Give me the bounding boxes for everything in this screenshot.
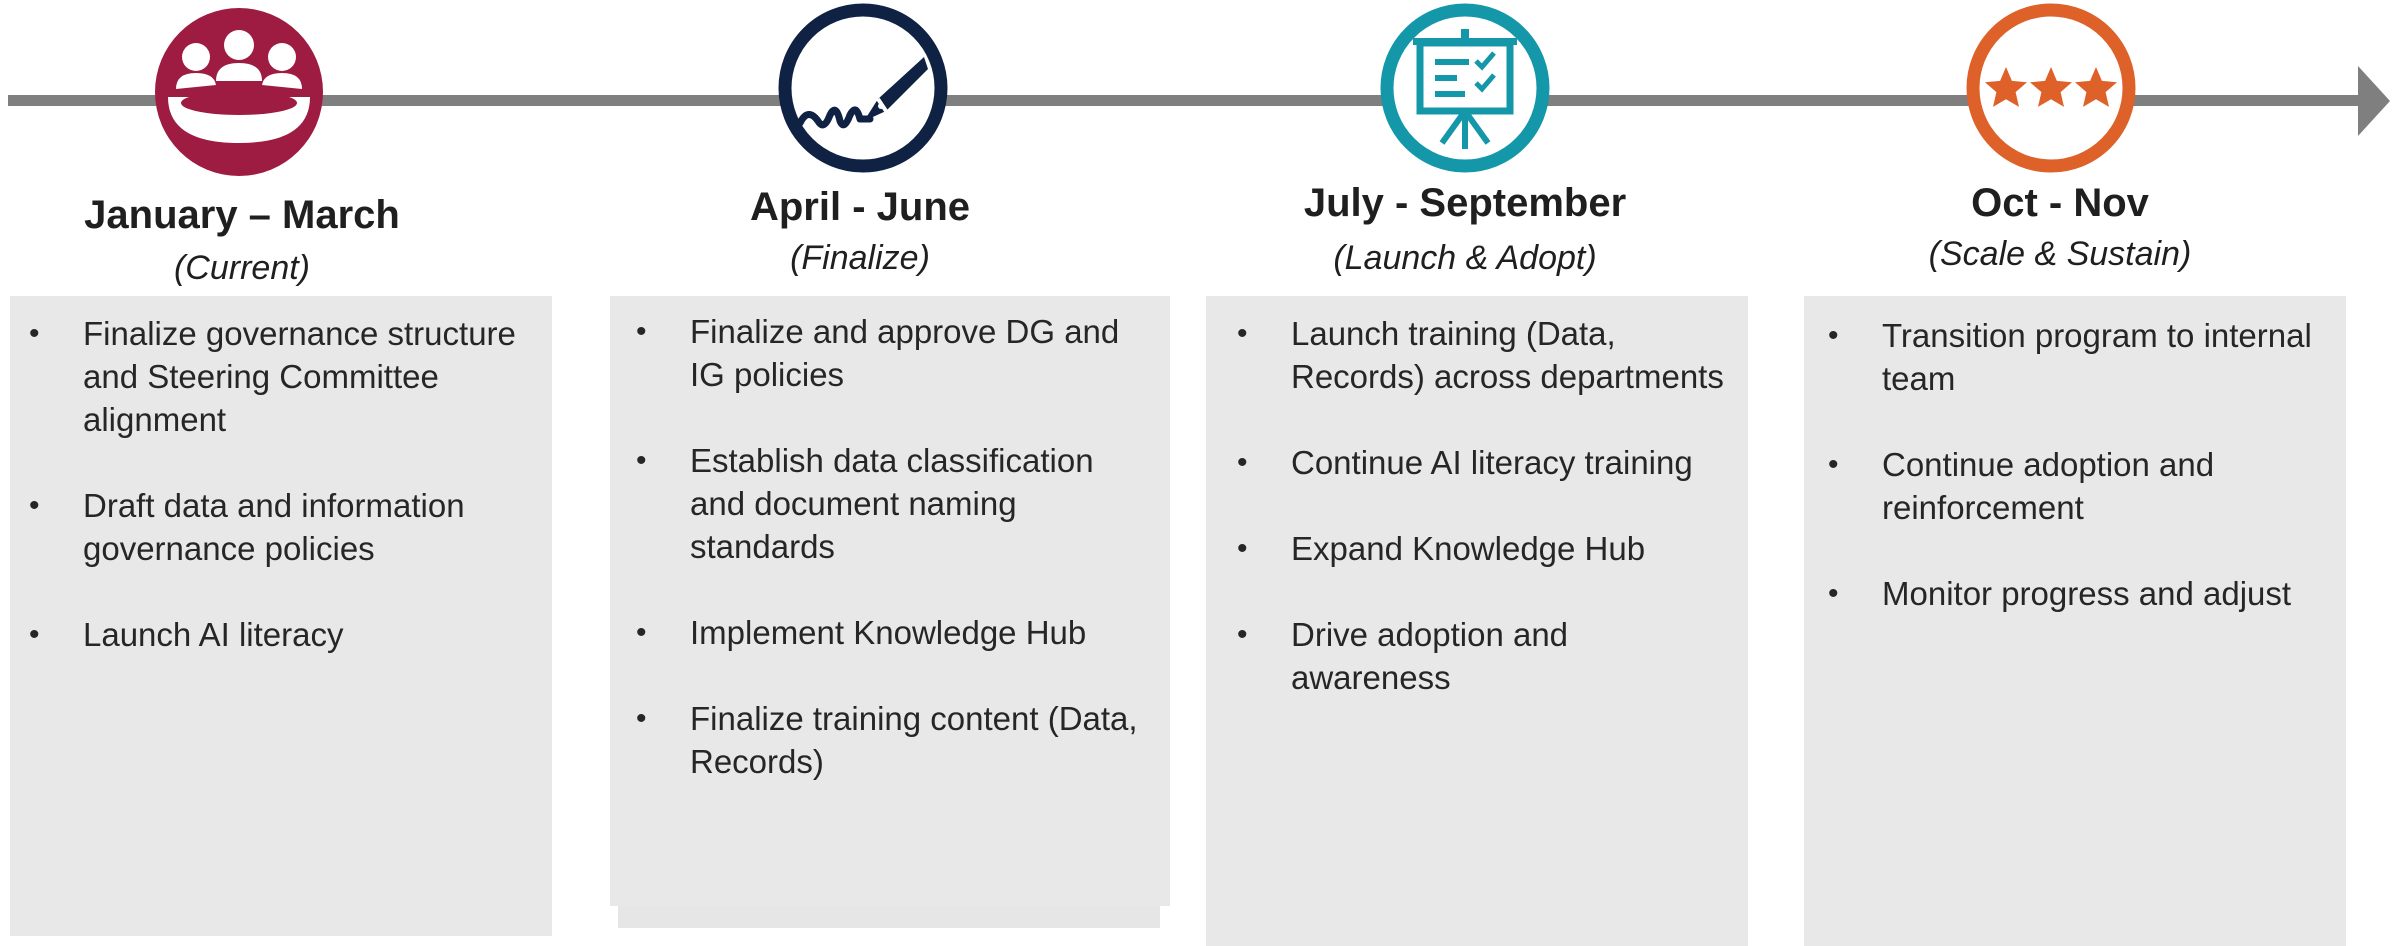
bullet-icon: • bbox=[636, 444, 647, 477]
task-item: •Establish data classification and docum… bbox=[636, 439, 1150, 568]
phase-title: Oct - Nov bbox=[1971, 181, 2149, 225]
task-item: •Continue adoption and reinforcement bbox=[1828, 443, 2326, 529]
task-item: •Transition program to internal team bbox=[1828, 314, 2326, 400]
phase-task-box: •Transition program to internal team •Co… bbox=[1804, 296, 2346, 946]
task-item: •Drive adoption and awareness bbox=[1237, 613, 1728, 699]
phase-task-box: •Finalize governance structure and Steer… bbox=[10, 296, 552, 936]
task-item: •Finalize and approve DG and IG policies bbox=[636, 310, 1150, 396]
people-meeting-icon bbox=[154, 7, 324, 177]
timeline-arrowhead-icon bbox=[2358, 66, 2390, 136]
task-item: •Draft data and information governance p… bbox=[29, 484, 532, 570]
phase-title: July - September bbox=[1303, 181, 1627, 225]
phase-subtitle: (Launch & Adopt) bbox=[1333, 239, 1597, 277]
bullet-icon: • bbox=[29, 489, 40, 522]
phase-subtitle: (Current) bbox=[173, 249, 311, 287]
task-item: •Continue AI literacy training bbox=[1237, 441, 1728, 484]
task-item: •Finalize governance structure and Steer… bbox=[29, 312, 532, 441]
bullet-icon: • bbox=[29, 317, 40, 350]
phase-title: April - June bbox=[749, 185, 971, 229]
task-item: •Launch AI literacy bbox=[29, 613, 532, 656]
pen-signature-icon bbox=[778, 3, 948, 173]
bullet-icon: • bbox=[1237, 618, 1248, 651]
bullet-icon: • bbox=[636, 702, 647, 735]
phase-subtitle: (Scale & Sustain) bbox=[1928, 235, 2192, 273]
task-item: •Monitor progress and adjust bbox=[1828, 572, 2326, 615]
timeline-line bbox=[8, 95, 2366, 106]
phase-task-box: •Finalize and approve DG and IG policies… bbox=[610, 296, 1170, 906]
bullet-icon: • bbox=[1237, 532, 1248, 565]
task-item: •Finalize training content (Data, Record… bbox=[636, 697, 1150, 783]
bullet-icon: • bbox=[636, 315, 647, 348]
bullet-icon: • bbox=[636, 616, 647, 649]
presentation-board-icon bbox=[1380, 3, 1550, 173]
bullet-icon: • bbox=[1237, 317, 1248, 350]
phase-subtitle: (Finalize) bbox=[790, 239, 930, 277]
phase-task-box: •Launch training (Data, Records) across … bbox=[1206, 296, 1748, 946]
bullet-icon: • bbox=[1828, 577, 1839, 610]
phase-title: January – March bbox=[84, 193, 400, 237]
bullet-icon: • bbox=[1828, 319, 1839, 352]
task-item: •Implement Knowledge Hub bbox=[636, 611, 1150, 654]
task-item: •Launch training (Data, Records) across … bbox=[1237, 312, 1728, 398]
bullet-icon: • bbox=[29, 618, 40, 651]
task-item: •Expand Knowledge Hub bbox=[1237, 527, 1728, 570]
three-stars-icon bbox=[1966, 3, 2136, 173]
bullet-icon: • bbox=[1828, 448, 1839, 481]
bullet-icon: • bbox=[1237, 446, 1248, 479]
